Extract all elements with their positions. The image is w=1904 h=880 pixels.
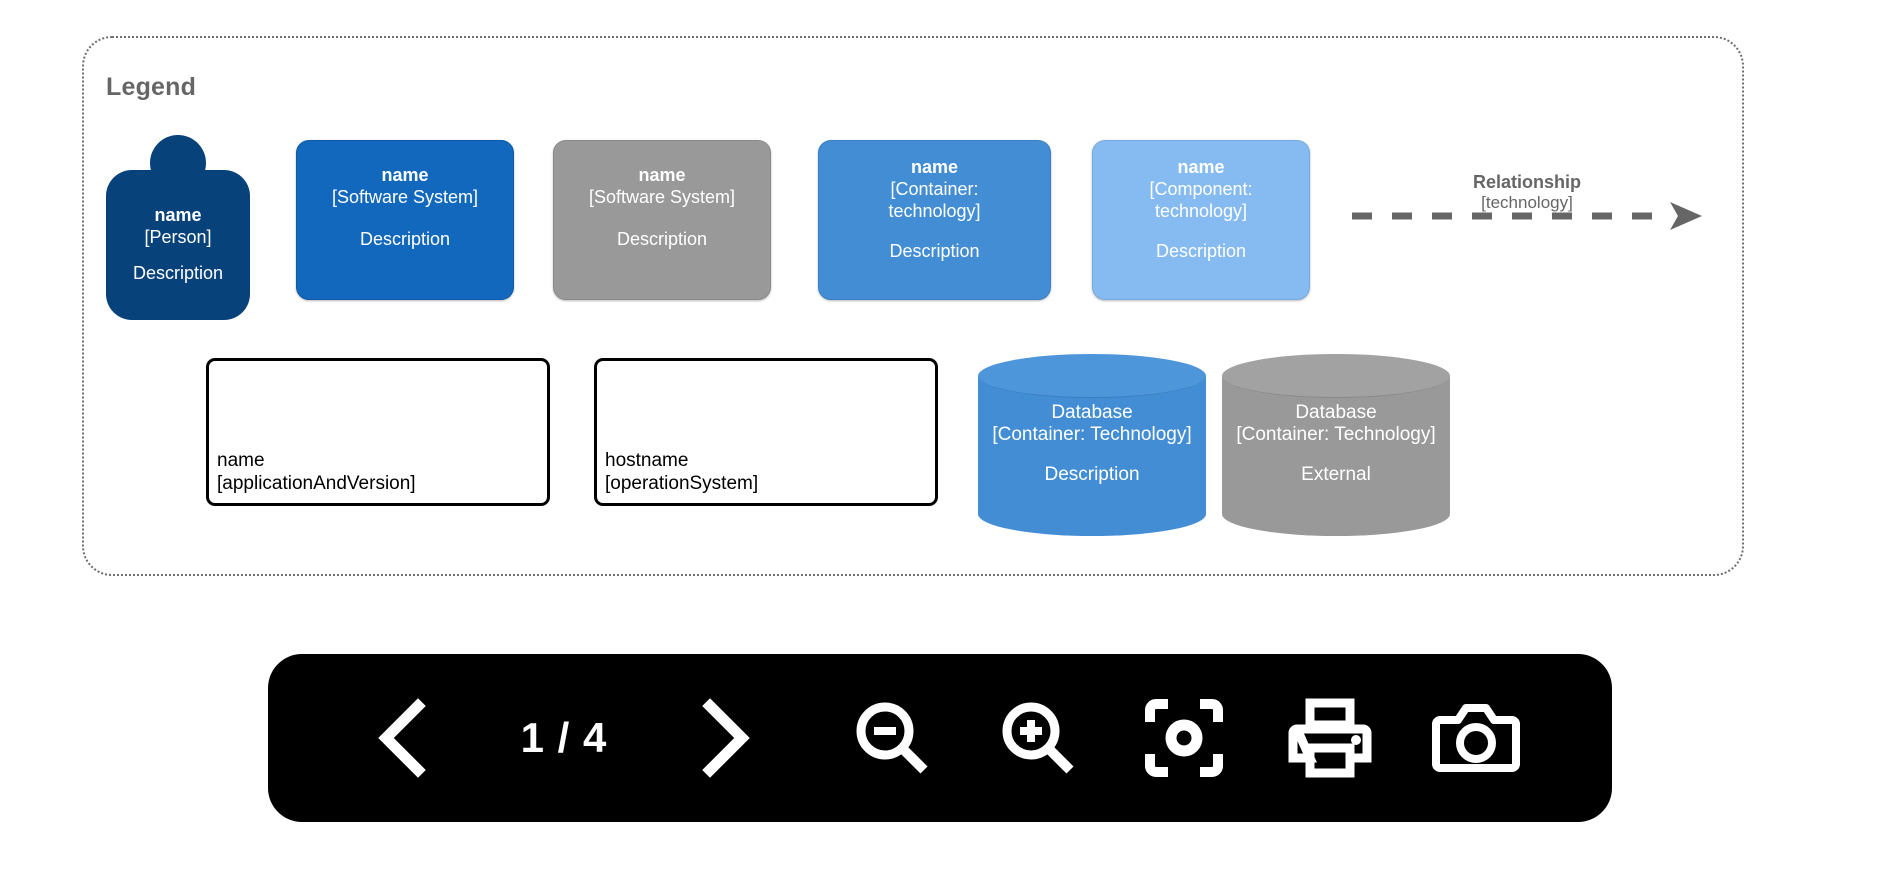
print-icon	[1288, 698, 1372, 778]
legend-item-component[interactable]: name [Component: technology] Description	[1092, 140, 1310, 300]
software-system-name: name	[381, 165, 429, 185]
database-external-text-block: Database [Container: Technology] Externa…	[1218, 402, 1454, 486]
container-description: Description	[889, 240, 980, 261]
software-system-external-text-block: name [Software System] Description	[560, 165, 764, 251]
legend-item-deployment-node[interactable]: name [applicationAndVersion]	[206, 358, 550, 506]
diagram-toolbar: 1 / 4	[268, 654, 1612, 822]
infrastructure-node-text-block: hostname [operationSystem]	[605, 449, 758, 495]
legend-item-software-system-external[interactable]: name [Software System] Description	[553, 140, 771, 300]
database-text-block: Database [Container: Technology] Descrip…	[974, 402, 1210, 486]
database-external-line3: External	[1301, 464, 1371, 485]
infrastructure-node-line1: hostname	[605, 449, 689, 471]
legend-title: Legend	[106, 73, 197, 101]
legend-item-infrastructure-node[interactable]: hostname [operationSystem]	[594, 358, 938, 506]
software-system-external-description: Description	[616, 228, 708, 249]
fit-to-screen-icon	[1145, 699, 1223, 777]
software-system-external-meta: [Software System]	[588, 186, 736, 207]
database-external-cylinder-body	[1222, 376, 1450, 514]
database-cylinder-bottom	[978, 492, 1206, 536]
container-text-block: name [Container: technology] Description	[825, 157, 1044, 263]
fit-to-screen-button[interactable]	[1138, 692, 1230, 784]
legend-item-software-system[interactable]: name [Software System] Description	[296, 140, 514, 300]
previous-page-button[interactable]	[358, 692, 450, 784]
software-system-external-name: name	[638, 165, 686, 185]
container-meta-line2: technology]	[888, 200, 981, 221]
legend-item-person[interactable]: name [Person] Description	[106, 135, 250, 320]
zoom-out-icon	[856, 702, 928, 774]
database-external-cylinder-bottom	[1222, 492, 1450, 536]
database-cylinder-body	[978, 376, 1206, 514]
database-line1: Database	[1051, 402, 1133, 423]
infrastructure-node-line2: [operationSystem]	[605, 472, 759, 494]
zoom-out-button[interactable]	[846, 692, 938, 784]
page-indicator: 1 / 4	[520, 714, 608, 761]
component-meta-line2: technology]	[1154, 200, 1248, 221]
deployment-node-line2: [applicationAndVersion]	[217, 472, 416, 494]
database-external-cylinder-top	[1222, 354, 1450, 398]
legend-item-container[interactable]: name [Container: technology] Description	[818, 140, 1051, 300]
component-text-block: name [Component: technology] Description	[1099, 157, 1303, 263]
snapshot-button[interactable]	[1430, 692, 1522, 784]
legend-item-database-external[interactable]: Database [Container: Technology] Externa…	[1222, 354, 1450, 536]
database-external-line2: [Container: Technology]	[1236, 424, 1436, 445]
database-external-line1: Database	[1295, 402, 1377, 423]
component-description: Description	[1155, 240, 1247, 261]
software-system-text-block: name [Software System] Description	[303, 165, 507, 251]
database-cylinder-top	[978, 354, 1206, 398]
legend-item-relationship[interactable]: Relationship [technology]	[1352, 172, 1702, 236]
container-name: name	[910, 157, 959, 177]
container-meta-line1: [Container:	[890, 178, 979, 199]
next-page-button[interactable]	[678, 692, 770, 784]
camera-icon	[1432, 704, 1520, 772]
person-body-shape	[106, 170, 250, 320]
relationship-technology: [technology]	[1481, 193, 1573, 213]
deployment-node-text-block: name [applicationAndVersion]	[217, 449, 416, 495]
software-system-description: Description	[359, 228, 451, 249]
relationship-label: Relationship	[1472, 172, 1581, 192]
chevron-right-icon	[702, 698, 750, 778]
print-button[interactable]	[1284, 692, 1376, 784]
database-line3: Description	[1044, 464, 1140, 485]
component-name: name	[1177, 157, 1225, 177]
zoom-in-icon	[1002, 702, 1074, 774]
legend-item-database[interactable]: Database [Container: Technology] Descrip…	[978, 354, 1206, 536]
software-system-meta: [Software System]	[331, 186, 479, 207]
zoom-in-button[interactable]	[992, 692, 1084, 784]
relationship-label-block: Relationship [technology]	[1352, 172, 1702, 213]
relationship-arrow-icon	[1352, 202, 1702, 230]
component-meta-line1: [Component:	[1149, 178, 1253, 199]
deployment-node-line1: name	[217, 449, 265, 471]
database-line2: [Container: Technology]	[992, 424, 1192, 445]
chevron-left-icon	[378, 698, 426, 778]
